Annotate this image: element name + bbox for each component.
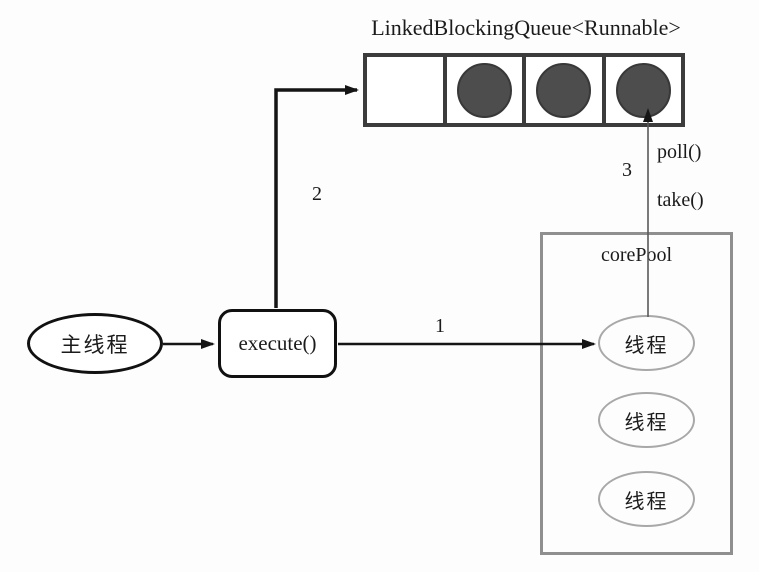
edge-label-poll: poll() (657, 141, 702, 163)
queue-cell (447, 57, 526, 123)
queue-cell (367, 57, 447, 123)
queue-cell (526, 57, 606, 123)
main-thread-node: 主线程 (27, 313, 163, 374)
thread-node: 线程 (598, 471, 695, 527)
edge-label-step3: 3 (622, 159, 632, 181)
core-pool-box (540, 232, 733, 555)
queue-title: LinkedBlockingQueue<Runnable> (371, 15, 681, 40)
blocking-queue (363, 53, 685, 127)
task-circle-icon (536, 62, 592, 118)
queue-cell (606, 57, 682, 123)
edge-label-step1: 1 (435, 315, 445, 337)
task-circle-icon (456, 62, 512, 118)
task-circle-icon (615, 62, 671, 118)
execute-node: execute() (218, 309, 337, 378)
edge-label-step2: 2 (312, 183, 322, 205)
core-pool-label: corePool (600, 244, 673, 266)
edge-label-take: take() (657, 189, 704, 211)
thread-node: 线程 (598, 392, 695, 448)
thread-node: 线程 (598, 315, 695, 371)
